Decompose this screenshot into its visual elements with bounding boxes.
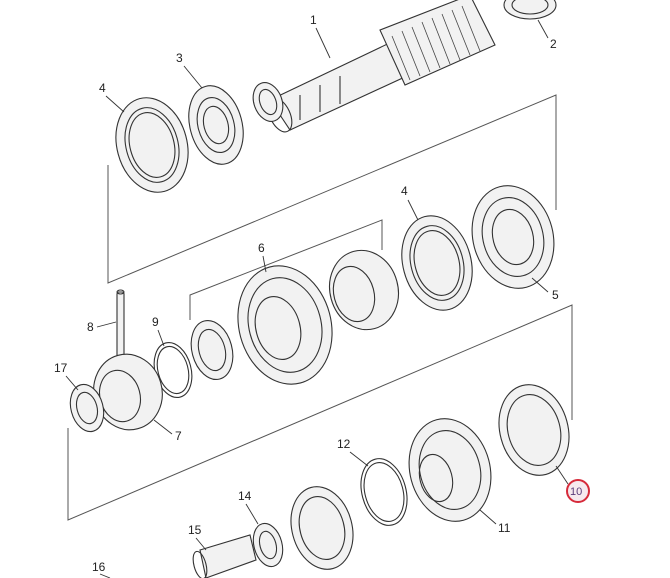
part-5-gear	[471, 185, 555, 289]
callout-1: 1	[310, 13, 317, 27]
leader-11	[479, 509, 497, 525]
callout-6: 6	[258, 241, 265, 255]
leader-17	[65, 375, 79, 391]
leader-4-middle	[407, 199, 419, 221]
callout-14: 14	[238, 489, 252, 503]
leader-5	[531, 277, 549, 293]
part-3-synchro-hub	[188, 85, 244, 165]
part-12-ring	[360, 458, 408, 526]
callout-8: 8	[87, 320, 94, 334]
callout-2: 2	[550, 37, 557, 51]
part-10-synchro-ring	[498, 384, 570, 476]
part-11-gear	[408, 418, 492, 522]
callout-16: 16	[92, 560, 106, 574]
needle-bearing	[190, 320, 234, 380]
callout-4-upper: 4	[99, 81, 106, 95]
leader-6	[262, 255, 267, 273]
callout-3: 3	[176, 51, 183, 65]
lower-bearing	[290, 486, 354, 570]
gear6-group-bracket	[189, 219, 383, 320]
leader-16	[99, 573, 111, 578]
leader-14	[245, 503, 259, 525]
part-6-helical-gear	[237, 265, 333, 385]
leader-4-upper	[105, 95, 125, 113]
leader-3	[183, 65, 203, 89]
part-4-synchro-ring-middle	[401, 215, 473, 311]
callout-17: 17	[54, 361, 68, 375]
shaft-bearing	[252, 82, 284, 122]
sleeve-bearing	[329, 249, 399, 331]
part-15-shaft	[192, 534, 257, 578]
part-8-pin	[116, 289, 125, 363]
callout-10-highlight-circle[interactable]	[566, 479, 590, 503]
leader-8	[96, 321, 117, 328]
callout-4-middle: 4	[401, 184, 408, 198]
callout-7: 7	[175, 429, 182, 443]
leader-15	[195, 537, 207, 551]
callout-10[interactable]: 10	[570, 486, 582, 498]
part-4-synchro-ring-upper	[115, 97, 189, 193]
lower-group-bracket	[67, 304, 573, 521]
part-2-ring	[503, 0, 557, 20]
callout-5: 5	[552, 288, 559, 302]
callout-11: 11	[498, 521, 511, 535]
callout-9: 9	[152, 315, 159, 329]
leader-1	[315, 27, 331, 59]
leader-10	[555, 465, 569, 485]
upper-group-bracket	[107, 94, 557, 284]
callout-12: 12	[337, 437, 351, 451]
leader-2	[537, 19, 549, 39]
main-shaft	[267, 0, 496, 133]
part-17-bearing	[69, 383, 105, 433]
leader-9	[157, 329, 165, 347]
callout-15: 15	[188, 523, 202, 537]
leader-12	[349, 451, 369, 467]
leader-7	[153, 419, 173, 435]
part-14-ring	[252, 522, 284, 568]
